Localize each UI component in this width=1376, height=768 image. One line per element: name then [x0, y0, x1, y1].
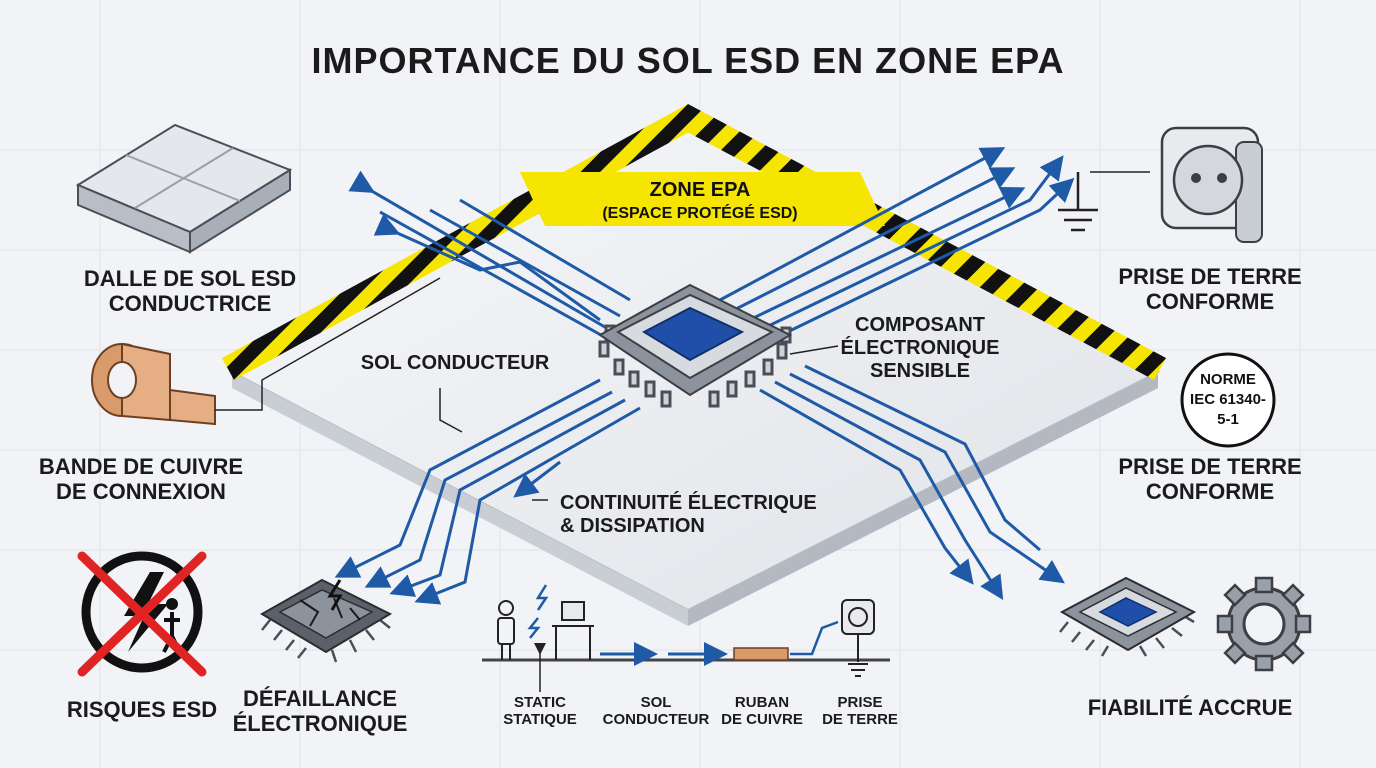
flow-line [774, 380, 1004, 601]
workstation-icon [552, 601, 594, 660]
label-failure: DÉFAILLANCE ÉLECTRONIQUE [210, 686, 430, 737]
chain-line: CONDUCTEUR [602, 711, 710, 729]
label-line: BANDE DE CUIVRE [38, 454, 244, 479]
flow-line [364, 390, 613, 588]
label-line: COMPOSANT [855, 314, 985, 336]
chain-line: DE CUIVRE [721, 711, 803, 729]
flow-line [759, 388, 974, 585]
flow-line [429, 208, 621, 318]
damaged-chip-icon [260, 578, 393, 663]
label-continuity: CONTINUITÉ ÉLECTRIQUE & DISSIPATION [560, 492, 860, 538]
flow-line [744, 186, 1026, 324]
label-line: PRISE DE TERRE [1118, 454, 1302, 479]
label-line: & DISSIPATION [560, 515, 705, 537]
flow-line [759, 155, 1064, 332]
copper-strip-roll [91, 342, 216, 426]
flow-line [729, 167, 1016, 314]
outlet-small-icon [841, 599, 875, 677]
label-ground-outlet-mid: PRISE DE TERRE CONFORME [1100, 454, 1320, 505]
flow-line [774, 177, 1075, 340]
chain-line: SOL [640, 694, 672, 711]
norm-badge-line: NORME [1200, 371, 1256, 388]
flow-line [334, 378, 601, 578]
chain-line: RUBAN [734, 694, 790, 711]
flow-line [348, 170, 611, 332]
chain-line: STATIQUE [503, 711, 577, 729]
label-line: CONTINUITÉ ÉLECTRIQUE [560, 492, 817, 514]
label-line: ÉLECTRONIQUE [840, 337, 1000, 359]
flow-line [513, 460, 561, 498]
ground-symbol-icon [1058, 172, 1098, 232]
flow-line [804, 364, 1041, 552]
flow-line [459, 198, 631, 302]
chain-line: DE TERRE [822, 711, 898, 729]
label-esd-risks: RISQUES ESD [66, 697, 218, 722]
flow-line [719, 147, 1006, 302]
sensitive-component-chip [598, 283, 793, 408]
label-line: CONFORME [1145, 479, 1275, 505]
label-line: ÉLECTRONIQUE [232, 711, 408, 737]
wall-outlet-icon [1160, 126, 1263, 243]
label-ground-outlet-top: PRISE DE TERRE CONFORME [1100, 264, 1320, 315]
label-line: DÉFAILLANCE [243, 686, 397, 711]
leader-lines [215, 171, 1150, 501]
label-reliability: FIABILITÉ ACCRUE [1087, 695, 1293, 720]
current-flow-lines [334, 147, 1075, 605]
flow-line [379, 210, 611, 342]
page-title: IMPORTANCE DU SOL ESD EN ZONE EPA [311, 40, 1065, 81]
copper-ribbon [733, 647, 789, 661]
chain-caption-floor: SOL CONDUCTEUR [596, 694, 716, 729]
flow-line [789, 372, 1065, 584]
person-icon [497, 600, 515, 660]
label-sensitive-component: COMPOSANT ÉLECTRONIQUE SENSIBLE [820, 314, 1020, 383]
label-line: DALLE DE SOL ESD [83, 266, 297, 291]
reliable-chip-icon [1059, 576, 1197, 657]
label-copper-strip: BANDE DE CUIVRE DE CONNEXION [0, 454, 282, 505]
spark-icon [527, 584, 549, 639]
gear-icon [1216, 576, 1312, 672]
norm-badge-line: IEC 61340- [1190, 391, 1266, 408]
static-chain-illustration [482, 584, 890, 692]
iec-norm-badge: NORME IEC 61340- 5-1 [1180, 352, 1276, 448]
chain-line: STATIC [514, 694, 566, 711]
zone-epa-title: ZONE EPA [650, 179, 751, 201]
label-line: PRISE DE TERRE [1118, 264, 1302, 289]
label-line: DE CONNEXION [56, 479, 226, 505]
chain-caption-ribbon: RUBAN DE CUIVRE [702, 694, 822, 729]
norm-badge-line: 5-1 [1217, 411, 1239, 428]
label-line: SENSIBLE [869, 360, 971, 382]
label-floor-tile: DALLE DE SOL ESD CONDUCTRICE [40, 266, 340, 317]
chain-caption-ground: PRISE DE TERRE [800, 694, 920, 729]
label-line: CONDUCTRICE [108, 291, 272, 317]
chain-line: PRISE [837, 694, 883, 711]
zone-epa-banner: ZONE EPA (ESPACE PROTÉGÉ ESD) [520, 172, 885, 226]
zone-epa-subtitle: (ESPACE PROTÉGÉ ESD) [602, 203, 797, 222]
label-line: CONFORME [1145, 289, 1275, 315]
label-conductive-floor: SOL CONDUCTEUR [360, 352, 550, 374]
flow-line [414, 406, 641, 605]
chain-caption-static: STATIC STATIQUE [480, 694, 600, 729]
flow-line [373, 213, 601, 322]
esd-floor-tile [75, 123, 293, 254]
esd-risk-prohibition-icon [77, 551, 207, 677]
